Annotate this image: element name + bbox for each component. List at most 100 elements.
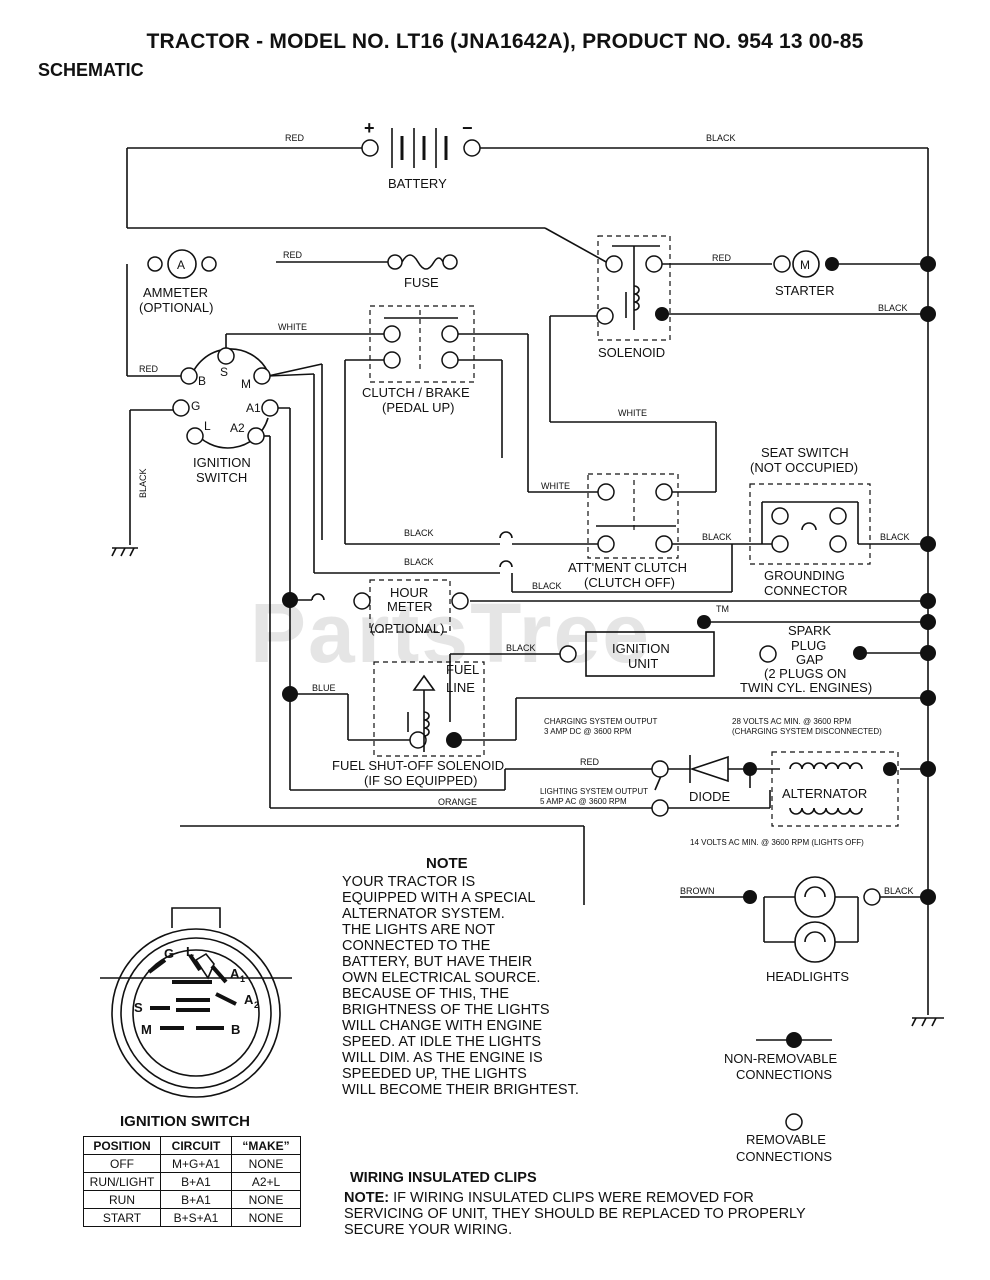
ign-unit-label: IGNITION [612,641,670,656]
wires [126,147,929,1015]
note-line: OWN ELECTRICAL SOURCE. [342,970,541,986]
wire-black-1: BLACK [404,528,434,538]
fuel-solenoid: FUEL LINE FUEL SHUT-OFF SOLENOID (IF SO … [332,661,504,788]
cell-make: NONE [231,1208,301,1227]
cell-position: RUN/LIGHT [83,1172,161,1191]
note-line: WILL BECOME THEIR BRIGHTEST. [342,1082,579,1098]
cell-circuit: M+G+A1 [160,1154,232,1173]
starter-label: STARTER [775,283,834,298]
ammeter-label: AMMETER [143,285,208,300]
cell-position: RUN [83,1190,161,1209]
face-m: M [141,1022,152,1037]
cell-make: NONE [231,1190,301,1209]
lighting-label: LIGHTING SYSTEM OUTPUT [540,787,648,796]
attachment-clutch: ATT'MENT CLUTCH (CLUTCH OFF) [568,473,687,590]
face-a1: A [230,966,240,981]
face-a2: A [244,992,254,1007]
table-row: RUN B+A1 NONE [83,1190,301,1209]
fuse-label: FUSE [404,275,439,290]
solenoid-label: SOLENOID [598,345,665,360]
ground-symbols [111,547,944,1027]
removable-label-2: CONNECTIONS [736,1149,832,1164]
bus-connections [282,256,936,905]
ignition-switch-face: G L A 1 A 2 S M B [100,907,292,1098]
starter: M STARTER [773,250,839,298]
page-subtitle: SCHEMATIC [38,60,144,80]
note-line: BRIGHTNESS OF THE LIGHTS [342,1002,550,1018]
nonremovable-label: NON-REMOVABLE [724,1051,837,1066]
cell-circuit: B+S+A1 [160,1208,232,1227]
nonremovable-label-2: CONNECTIONS [736,1067,832,1082]
note-line: YOUR TRACTOR IS [342,874,476,890]
seat-switch-label: SEAT SWITCH [761,445,849,460]
wire-blue: BLUE [312,683,336,693]
wire-black-solenoid: BLACK [878,303,908,313]
hour-meter-label: HOUR [390,585,428,600]
note-line: BATTERY, BUT HAVE THEIR [342,954,533,970]
wire-red-starter: RED [712,253,732,263]
clips-text: NOTE: IF WIRING INSULATED CLIPS WERE REM… [344,1190,814,1238]
starter-symbol: M [800,258,810,272]
wire-black-3: BLACK [532,581,562,591]
seat-switch-label-2: (NOT OCCUPIED) [750,460,858,475]
table-row: START B+S+A1 NONE [83,1208,301,1227]
trademark: TM [716,604,729,614]
note-line: WILL DIM. AS THE ENGINE IS [342,1050,543,1066]
wire-labels: RED BLACK RED RED BLACK WHITE RED BLACK … [138,133,914,896]
ammeter-optional: (OPTIONAL) [139,300,213,315]
fuel-line-label: FUEL [446,662,479,677]
cell-make: NONE [231,1154,301,1173]
face-g: G [164,946,174,961]
fuel-line-label-2: LINE [446,680,475,695]
cell-position: OFF [83,1154,161,1173]
term-s: S [220,365,228,379]
att-clutch-label-2: (CLUTCH OFF) [584,575,675,590]
ignition-switch-terminals: B S M G A1 L A2 IGNITION SWITCH [172,347,279,485]
wire-brown: BROWN [680,886,715,896]
att-clutch-label: ATT'MENT CLUTCH [568,560,687,575]
cell-position: START [83,1208,161,1227]
alternator-label: ALTERNATOR [782,786,867,801]
clutch-brake: CLUTCH / BRAKE (PEDAL UP) [362,305,475,415]
fuel-sol-label: FUEL SHUT-OFF SOLENOID [332,758,504,773]
wire-white-att: WHITE [541,481,570,491]
lighting-label-2: 5 AMP AC @ 3600 RPM [540,797,627,806]
note-line: SPEEDED UP, THE LIGHTS [342,1066,527,1082]
face-b: B [231,1022,240,1037]
hour-meter-optional: (OPTIONAL) [370,621,444,636]
wire-red-battery: RED [285,133,305,143]
spark-label-5: TWIN CYL. ENGINES) [740,680,872,695]
wire-white-sol: WHITE [618,408,647,418]
headlights: HEADLIGHTS [743,876,881,984]
battery: + − BATTERY [361,118,481,191]
ammeter-symbol: A [177,258,185,272]
note-line: THE LIGHTS ARE NOT [342,922,496,938]
battery-plus: + [364,118,375,138]
clutch-label-2: (PEDAL UP) [382,400,454,415]
term-a1: A1 [246,401,261,415]
term-m: M [241,377,251,391]
col-make: “MAKE” [231,1136,301,1155]
volts28-label: 28 VOLTS AC MIN. @ 3600 RPM [732,717,851,726]
face-l: L [186,944,194,959]
term-g: G [191,399,200,413]
charging-label: CHARGING SYSTEM OUTPUT [544,717,657,726]
wire-orange: ORANGE [438,797,477,807]
wire-black-battery: BLACK [706,133,736,143]
ign-switch-label: IGNITION [193,455,251,470]
col-position: POSITION [83,1136,161,1155]
table-row: OFF M+G+A1 NONE [83,1154,301,1173]
table-header-row: POSITION CIRCUIT “MAKE” [83,1136,301,1155]
page-title: TRACTOR - MODEL NO. LT16 (JNA1642A), PRO… [146,30,864,53]
grounding-label: GROUNDING [764,568,845,583]
battery-label: BATTERY [388,176,447,191]
wire-black-2: BLACK [404,557,434,567]
note-line: BECAUSE OF THIS, THE [342,986,510,1002]
wire-black-seat-right: BLACK [880,532,910,542]
spark-label-2: PLUG [791,638,826,653]
face-s: S [134,1000,143,1015]
note-line: EQUIPPED WITH A SPECIAL [342,890,536,906]
ignition-table-title: IGNITION SWITCH [120,1113,250,1130]
wire-white-clutch: WHITE [278,322,307,332]
